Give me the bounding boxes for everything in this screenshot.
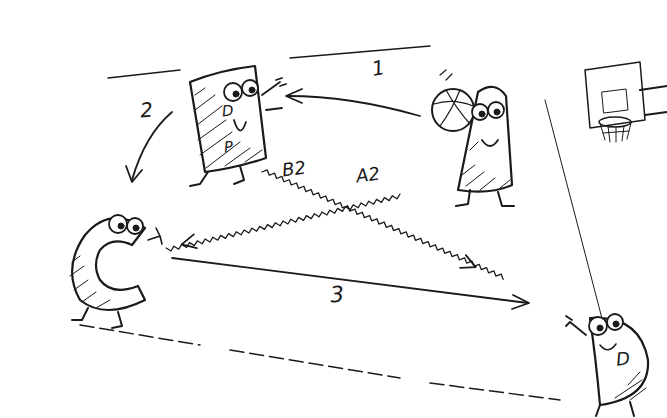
pass-arrow — [286, 89, 420, 116]
sideline — [80, 325, 560, 400]
callout-number: 3 — [329, 283, 345, 306]
basket-hoop — [585, 62, 667, 142]
player-ball-holder — [432, 70, 514, 206]
court-line — [290, 46, 430, 58]
player-letter: D — [221, 103, 234, 119]
court-line — [545, 100, 605, 330]
cut-path — [165, 187, 402, 255]
player-letter: P — [223, 140, 234, 156]
callout-number: 2 — [139, 99, 153, 120]
callout-number: B2 — [281, 158, 307, 179]
callout-number: 1 — [370, 57, 386, 79]
player-letter: D — [615, 349, 631, 368]
callout-number: A2 — [355, 164, 381, 185]
pass-arrow — [126, 112, 172, 182]
player-top-left — [190, 66, 286, 186]
cut-path — [259, 166, 506, 286]
court-line — [108, 70, 180, 78]
player-left — [70, 215, 162, 328]
player-bottom-right — [566, 314, 648, 416]
